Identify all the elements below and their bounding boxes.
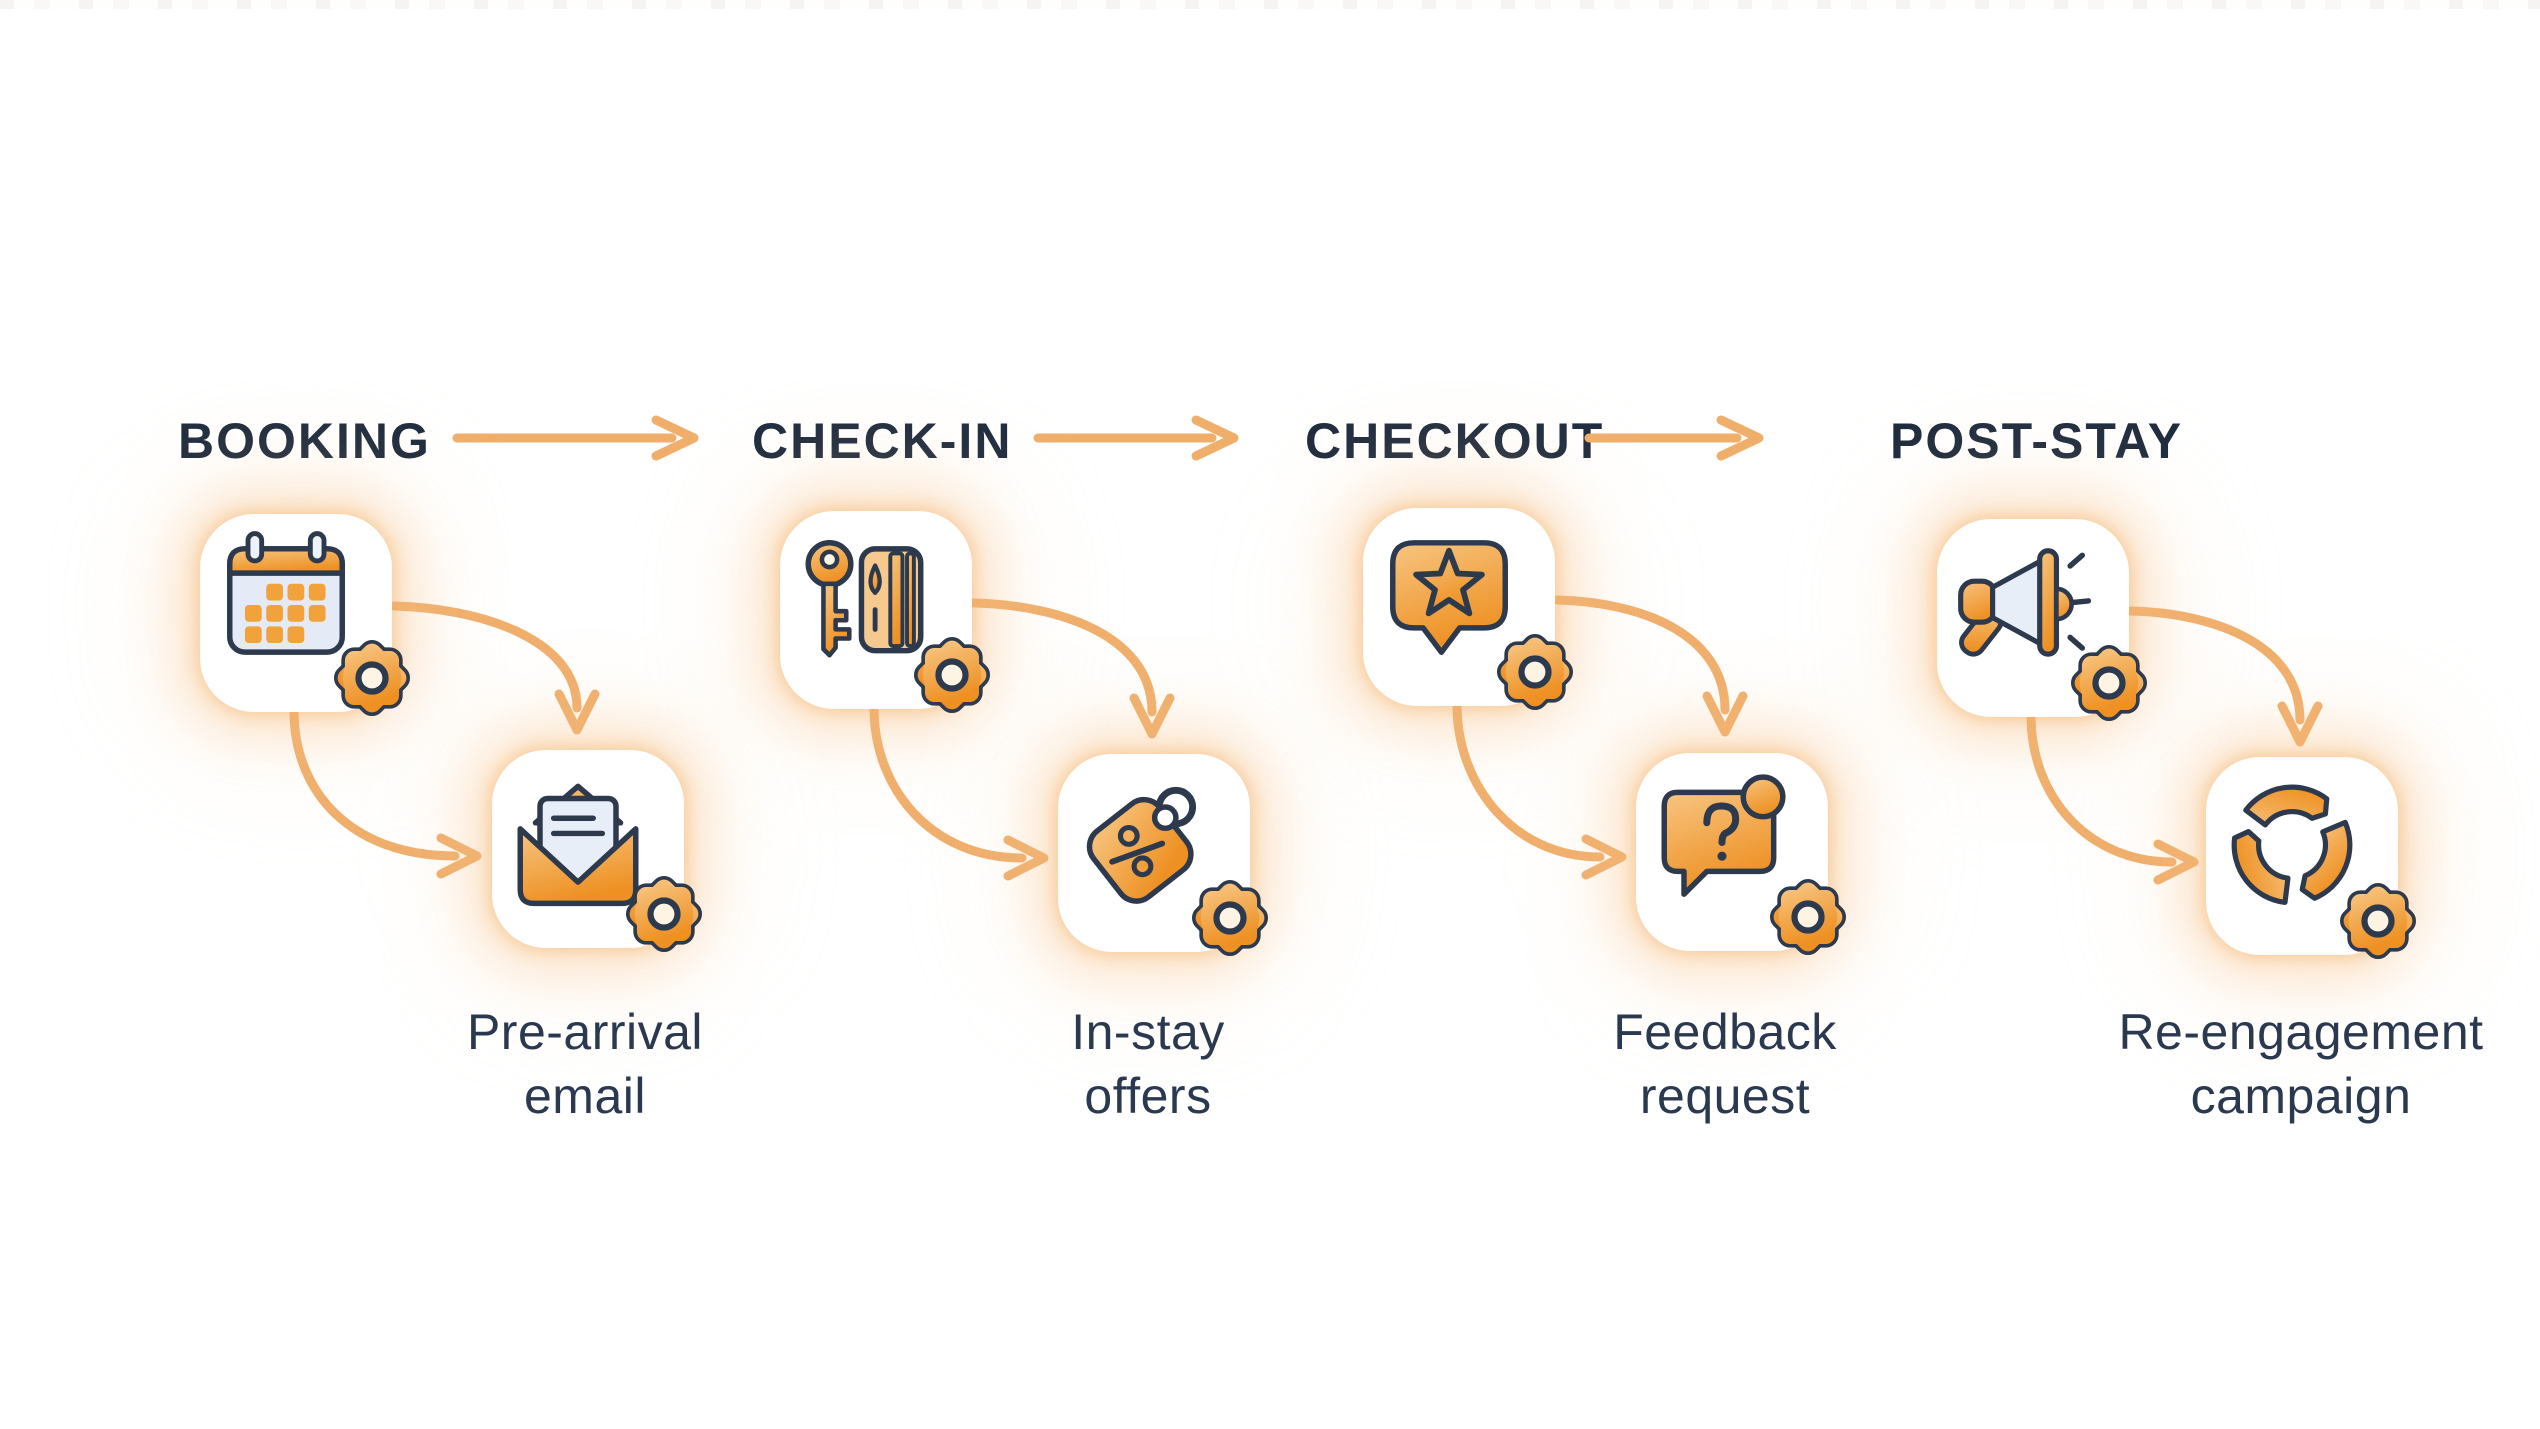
gear-icon [1483,620,1587,724]
top-edge-artifact [0,0,2540,9]
poststay-main-card [1937,519,2129,717]
label-line-2: email [524,1068,646,1124]
connector-checkin-lower [869,705,1049,881]
connector-booking-upper [389,601,600,735]
gear-icon [2057,631,2161,735]
arrow-checkin-to-checkout [1033,415,1239,461]
booking-sub-card [492,750,684,948]
booking-main-card [200,514,392,712]
stage-title-booking: BOOKING [178,413,431,469]
connector-booking-lower [289,708,482,879]
gear-icon [900,623,1004,727]
checkout-main-card [1363,508,1555,706]
label-re-engagement-campaign: Re-engagement campaign [2081,1000,2521,1128]
gear-icon [320,626,424,730]
checkin-main-card [780,511,972,709]
arrow-booking-to-checkin [452,415,699,461]
label-line-1: Feedback [1613,1004,1837,1060]
arrow-checkout-to-poststay [1584,415,1764,461]
stage-title-check-in: CHECK-IN [752,413,1013,469]
label-line-1: Pre-arrival [466,1004,704,1060]
stage-title-checkout: CHECKOUT [1305,413,1605,469]
label-line-1: Re-engagement [2118,1004,2484,1060]
label-line-2: campaign [2190,1068,2412,1124]
label-pre-arrival-email: Pre-arrival email [405,1000,765,1128]
checkin-sub-card [1058,754,1250,952]
gear-icon [1756,865,1860,969]
label-line-1: In-stay [1071,1004,1225,1060]
label-line-2: request [1639,1068,1811,1124]
gear-icon [2326,869,2430,973]
gear-icon [612,862,716,966]
stage-title-post-stay: POST-STAY [1890,413,2184,469]
gear-icon [1178,866,1282,970]
label-in-stay-offers: In-stay offers [968,1000,1328,1128]
connector-poststay-lower [2026,713,2199,885]
poststay-sub-card [2206,757,2398,955]
label-line-2: offers [1084,1068,1212,1124]
checkout-sub-card [1636,753,1828,951]
label-feedback-request: Feedback request [1545,1000,1905,1128]
connector-checkout-lower [1452,702,1627,880]
